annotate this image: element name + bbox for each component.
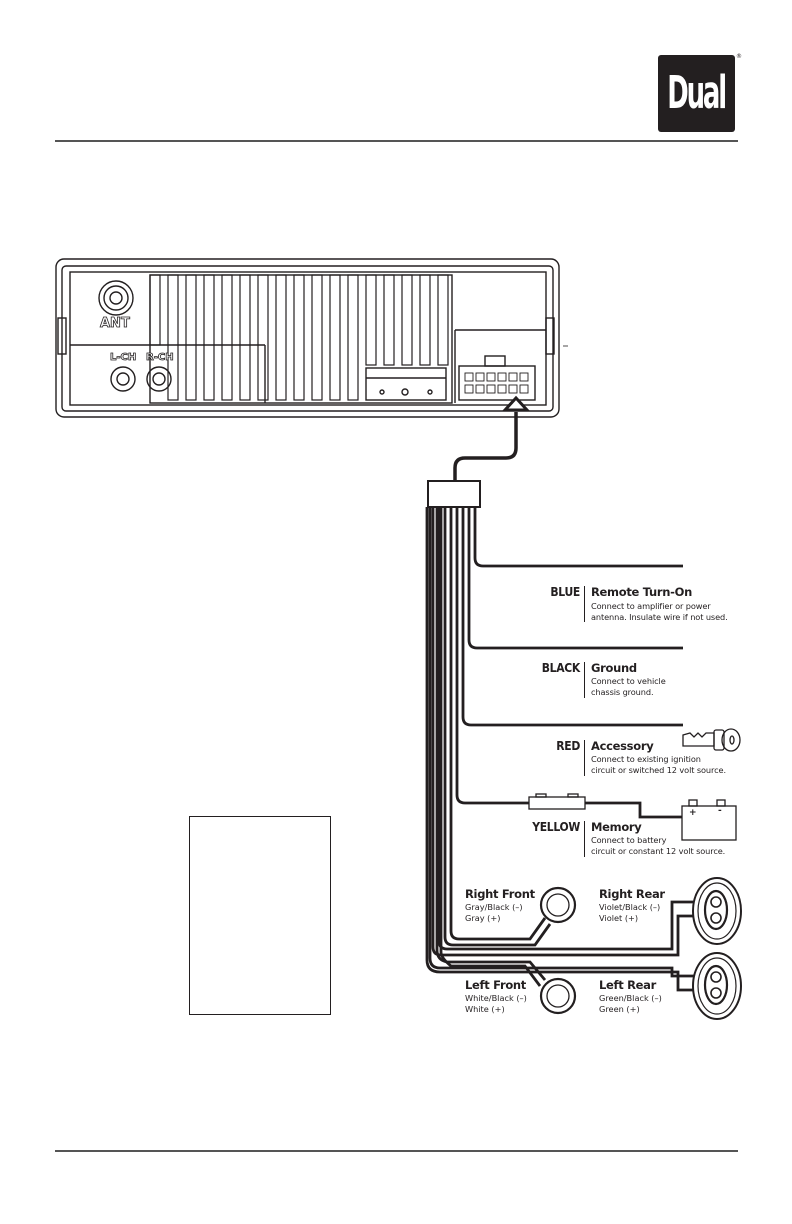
logo-text: Dual [667,67,728,120]
antenna-label: ANT [100,316,131,332]
right-channel-label: R-CH [146,352,174,364]
speaker-right-front-title: Right Front [465,887,535,901]
speaker-left-front-title: Left Front [465,978,527,992]
battery-plus: + [689,808,697,818]
connection-arrow [453,395,531,481]
wire-function-remote: Remote Turn-On [591,585,693,599]
wire-description-line: Connect to existing ignition [591,754,701,764]
right-front-speaker [539,886,577,924]
wire-description-line: Connect to vehicle [591,676,666,686]
speaker-right-rear-neg: Violet/Black (–) [599,902,661,912]
wire-description-line: Connect to amplifier or power [591,601,711,611]
speaker-right-front-neg: Gray/Black (–) [465,902,523,912]
wire-color-blue: BLUE [550,585,580,599]
right-rear-speaker [692,877,742,945]
battery [681,799,737,841]
footer-rule [55,1150,738,1152]
battery-minus: - [718,806,722,816]
separator [584,821,585,857]
speaker-right-rear-title: Right Rear [599,887,665,901]
separator [584,740,585,776]
wire-description-line: Connect to battery [591,835,667,845]
wire-description-line: antenna. Insulate wire if not used. [591,612,728,622]
wire-color-red: RED [556,739,580,753]
wire-function-accessory: Accessory [591,739,654,753]
speaker-left-rear-title: Left Rear [599,978,657,992]
separator [584,586,585,622]
ignition-key [682,728,741,752]
left-channel-label: L-CH [110,352,137,364]
blank-note-box [189,816,331,1015]
dual-logo: Dual [658,55,735,132]
wire-function-ground: Ground [591,661,637,675]
wire-color-yellow: YELLOW [532,820,580,834]
fuse-holder [528,793,586,810]
wire-description-line: circuit or constant 12 volt source. [591,846,726,856]
left-rear-speaker [692,952,742,1020]
left-front-speaker [539,977,577,1015]
wire-color-black: BLACK [541,661,581,675]
registered-mark: ® [736,53,742,60]
wire-function-memory: Memory [591,820,642,834]
wire-description-line: chassis ground. [591,687,654,697]
speaker-left-front-pos: White (+) [465,1004,505,1014]
head-unit-chassis [55,258,568,418]
speaker-left-front-neg: White/Black (–) [465,993,527,1003]
speaker-right-front-pos: Gray (+) [465,913,501,923]
separator [584,662,585,698]
wire-bundle [425,507,694,992]
speaker-left-rear-neg: Green/Black (–) [599,993,662,1003]
speaker-left-rear-pos: Green (+) [599,1004,640,1014]
speaker-right-rear-pos: Violet (+) [599,913,639,923]
header-rule [55,140,738,142]
wire-description-line: circuit or switched 12 volt source. [591,765,726,775]
